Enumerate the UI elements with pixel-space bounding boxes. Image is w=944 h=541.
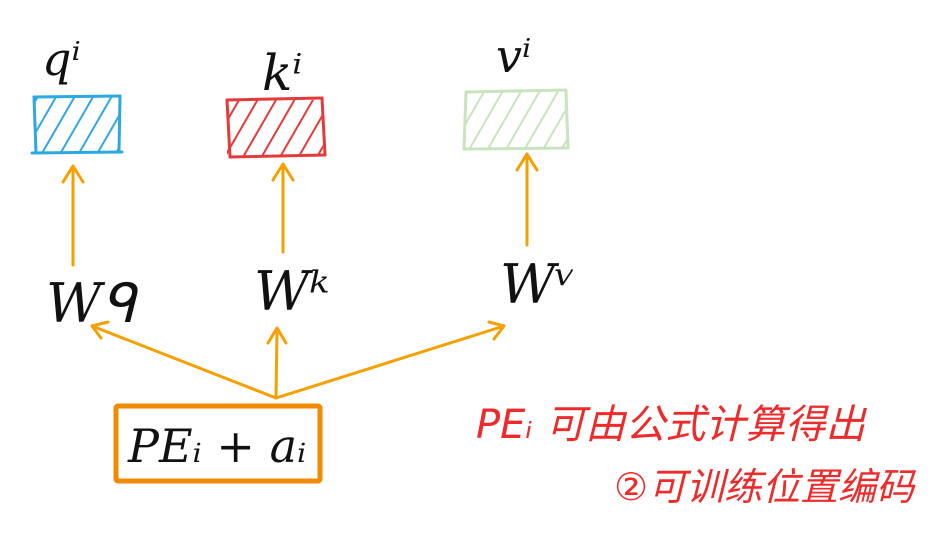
v-vector-label: vⁱ — [496, 29, 531, 83]
k-vector-label: kⁱ — [262, 44, 302, 102]
arrow-wq-to-q — [61, 164, 85, 267]
arrow-input-to-wv — [274, 320, 506, 400]
v-vector-box — [462, 88, 570, 151]
arrow-wk-to-k — [271, 162, 295, 254]
arrow-input-to-wq — [90, 320, 278, 400]
q-vector-box — [30, 94, 124, 155]
input-box — [113, 403, 323, 484]
note-line-1: PEᵢ 可由公式计算得出 — [476, 402, 867, 448]
arrow-wv-to-v — [515, 152, 539, 247]
input-label: PEᵢ + aᵢ — [127, 419, 306, 473]
note-line-2: ②可训练位置编码 — [614, 465, 916, 509]
k-vector-box — [225, 96, 327, 159]
q-vector-label: qⁱ — [42, 32, 81, 86]
wk-label: Wᵏ — [254, 260, 329, 323]
wv-label: Wᵛ — [500, 253, 576, 316]
arrow-input-to-wk — [266, 326, 288, 400]
